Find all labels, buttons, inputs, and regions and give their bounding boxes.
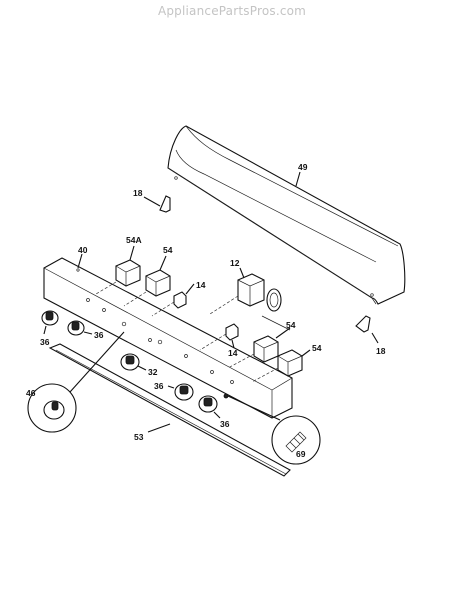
label-36-a: 36 <box>40 337 50 347</box>
label-32: 32 <box>148 367 158 377</box>
label-36-b: 36 <box>94 330 104 340</box>
label-46: 46 <box>26 388 36 398</box>
clip-lower-part <box>199 323 239 351</box>
knob-36-d-part <box>198 395 221 419</box>
watermark-text: AppliancePartsPros.com <box>157 4 307 18</box>
knob-36-b-part <box>67 320 93 336</box>
label-54a: 54A <box>126 235 142 245</box>
switch-54-lower-part <box>251 349 311 383</box>
detail-callout-46 <box>27 331 125 433</box>
label-18-right: 18 <box>376 346 386 356</box>
detail-callout-69 <box>223 393 321 465</box>
timer-part <box>209 267 282 315</box>
clip-upper-part <box>151 283 195 317</box>
label-69: 69 <box>296 449 306 459</box>
label-54-mid: 54 <box>286 320 296 330</box>
knob-36-c-part <box>167 383 194 401</box>
bracket-right-part <box>355 315 379 344</box>
label-12: 12 <box>230 258 240 268</box>
label-49: 49 <box>298 162 308 172</box>
label-14-upper: 14 <box>196 280 206 290</box>
label-54-upper: 54 <box>163 245 173 255</box>
bracket-left-part <box>143 195 171 213</box>
label-54-lower: 54 <box>312 343 322 353</box>
wire-part <box>261 315 291 331</box>
label-36-c: 36 <box>154 381 164 391</box>
label-36-d: 36 <box>220 419 230 429</box>
trim-strip-part <box>48 343 291 477</box>
switch-54a-part <box>95 245 141 295</box>
switch-54-upper-part <box>123 255 171 307</box>
knob-32-part <box>120 353 147 371</box>
label-40: 40 <box>78 245 88 255</box>
knob-36-a-part <box>41 310 59 335</box>
control-panel-part <box>43 253 293 419</box>
label-14-lower: 14 <box>228 348 238 358</box>
label-53: 53 <box>134 432 144 442</box>
backguard-part <box>167 125 406 305</box>
label-18-left: 18 <box>133 188 143 198</box>
